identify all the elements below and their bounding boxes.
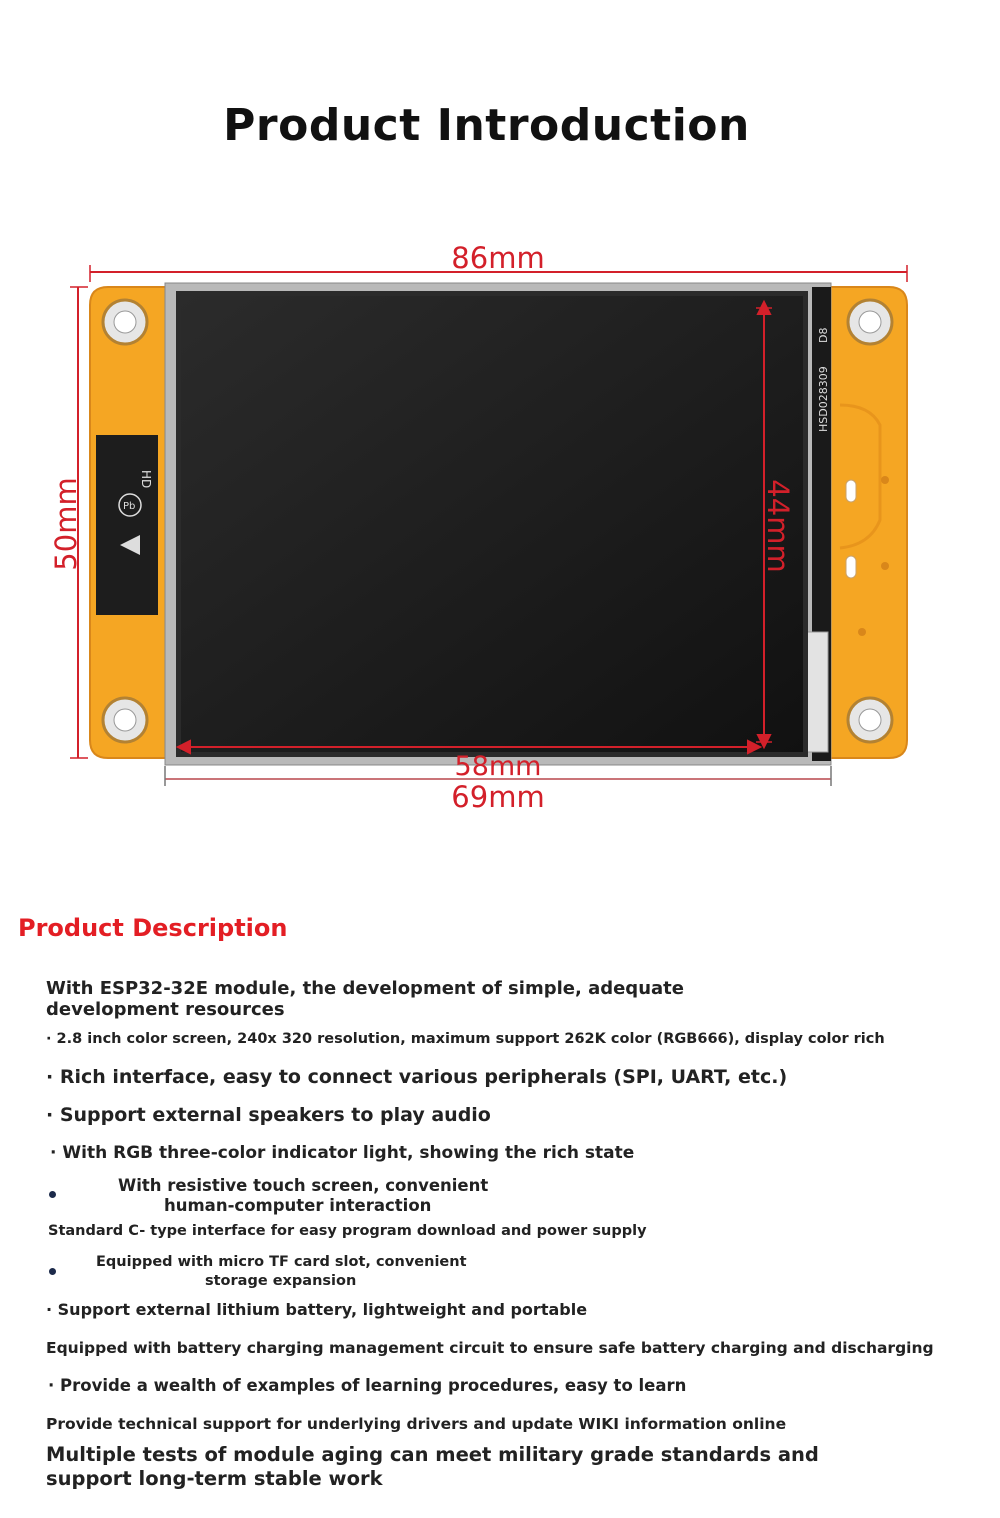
- pb-mark: Pb: [123, 501, 135, 512]
- page-title: Product Introduction: [223, 100, 750, 151]
- esd-warning-icon: [120, 535, 140, 555]
- mounting-hole-icon: [101, 298, 149, 346]
- feature-item-tf-1: Equipped with micro TF card slot, conven…: [96, 1254, 467, 1270]
- feature-item-touch-2: human-computer interaction: [164, 1196, 432, 1215]
- mounting-hole-icon: [101, 696, 149, 744]
- width-overall-label: 86mm: [451, 241, 544, 275]
- pb-free-icon: [118, 493, 142, 517]
- mounting-hole-icon: [846, 696, 894, 744]
- feature-item-tf-2: storage expansion: [205, 1273, 357, 1289]
- feature-item-aging-1: Multiple tests of module aging can meet …: [46, 1443, 819, 1466]
- feature-item-touch-1: With resistive touch screen, convenient: [118, 1176, 489, 1195]
- feature-item-typec: Standard C- type interface for easy prog…: [48, 1223, 647, 1239]
- screen-width-label: 58mm: [455, 751, 542, 782]
- feature-item-charging: Equipped with battery charging managemen…: [46, 1339, 934, 1357]
- lcd-width-label: 69mm: [451, 780, 544, 814]
- feature-item-speaker: · Support external speakers to play audi…: [46, 1104, 491, 1126]
- feature-item-aging-2: support long-term stable work: [46, 1467, 383, 1490]
- hd-mark: HD: [139, 470, 153, 488]
- bullet-dot: [49, 1268, 56, 1275]
- feature-item-screen: · 2.8 inch color screen, 240x 320 resolu…: [46, 1031, 885, 1047]
- feature-item-battery: · Support external lithium battery, ligh…: [46, 1300, 588, 1319]
- description-heading: Product Description: [18, 914, 288, 942]
- ce-label-strip: [96, 435, 158, 615]
- feature-item-rgb: · With RGB three-color indicator light, …: [50, 1143, 635, 1163]
- product-dimension-diagram: HD Pb HSD028309 D8: [49, 241, 908, 814]
- feature-item-support: Provide technical support for underlying…: [46, 1415, 787, 1433]
- height-overall-label: 50mm: [49, 477, 83, 570]
- lcd-flex-connector: [805, 631, 829, 753]
- intro-line-2: development resources: [46, 999, 285, 1020]
- lcd-code-text: D8: [817, 328, 830, 343]
- screen-height-label: 44mm: [761, 479, 795, 572]
- lcd-model-text: HSD028309: [817, 366, 830, 432]
- feature-item-interface: · Rich interface, easy to connect variou…: [46, 1066, 788, 1088]
- feature-item-examples: · Provide a wealth of examples of learni…: [48, 1376, 687, 1395]
- bullet-dot: [49, 1191, 56, 1198]
- intro-line-1: With ESP32-32E module, the development o…: [46, 978, 684, 999]
- mounting-hole-icon: [846, 298, 894, 346]
